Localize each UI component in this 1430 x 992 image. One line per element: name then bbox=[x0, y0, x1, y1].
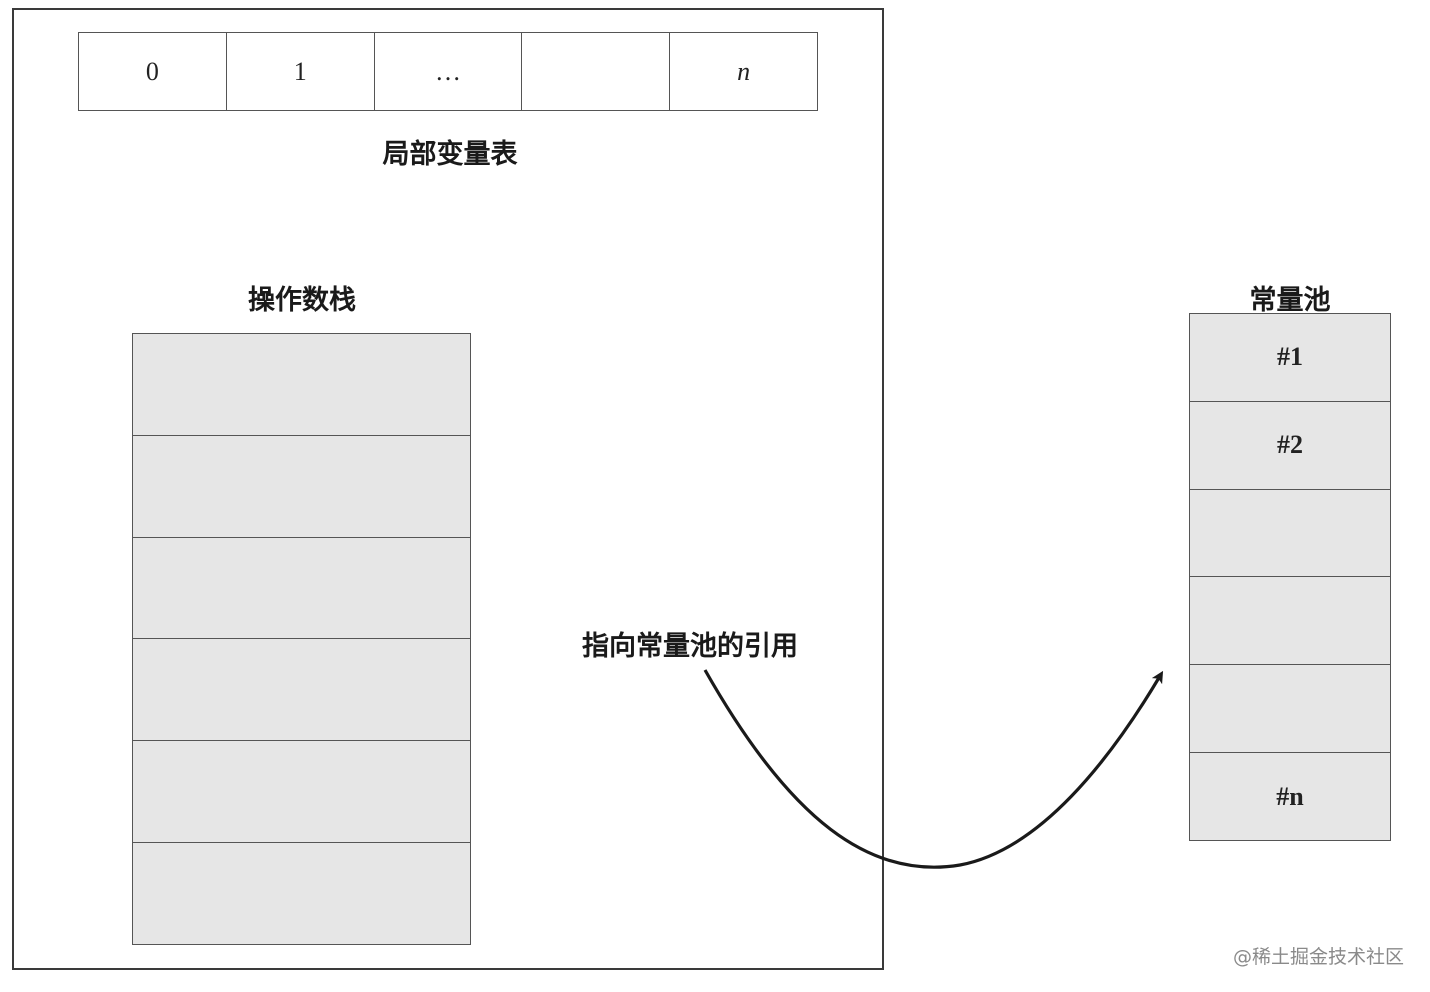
constant-pool: #1 #2 #n bbox=[1189, 313, 1391, 841]
constant-pool-slot: #1 bbox=[1190, 314, 1390, 402]
operand-stack-slot bbox=[133, 639, 470, 742]
lvt-slot bbox=[522, 33, 671, 110]
constant-pool-slot bbox=[1190, 665, 1390, 754]
operand-stack bbox=[132, 333, 471, 945]
operand-stack-slot bbox=[133, 435, 470, 538]
operand-stack-slot bbox=[133, 741, 470, 844]
lvt-slot: 0 bbox=[79, 33, 227, 110]
constant-pool-title: 常量池 bbox=[1249, 285, 1331, 316]
operand-stack-title: 操作数栈 bbox=[248, 285, 356, 316]
constant-pool-reference-label: 指向常量池的引用 bbox=[582, 631, 798, 662]
constant-pool-slot bbox=[1190, 577, 1390, 666]
local-variable-table-title: 局部变量表 bbox=[382, 139, 518, 170]
source-watermark: @稀土掘金技术社区 bbox=[1232, 946, 1404, 968]
operand-stack-slot bbox=[133, 843, 470, 944]
constant-pool-slot bbox=[1190, 490, 1390, 578]
local-variable-table: 0 1 … n bbox=[78, 32, 818, 111]
operand-stack-slot bbox=[133, 537, 470, 640]
operand-stack-slot bbox=[133, 334, 470, 436]
lvt-slot: n bbox=[737, 56, 751, 86]
stack-frame-box bbox=[12, 8, 884, 970]
lvt-slot: … bbox=[375, 33, 523, 110]
lvt-slot: 1 bbox=[227, 33, 375, 110]
constant-pool-slot: #n bbox=[1276, 781, 1304, 811]
constant-pool-slot: #2 bbox=[1190, 402, 1390, 490]
